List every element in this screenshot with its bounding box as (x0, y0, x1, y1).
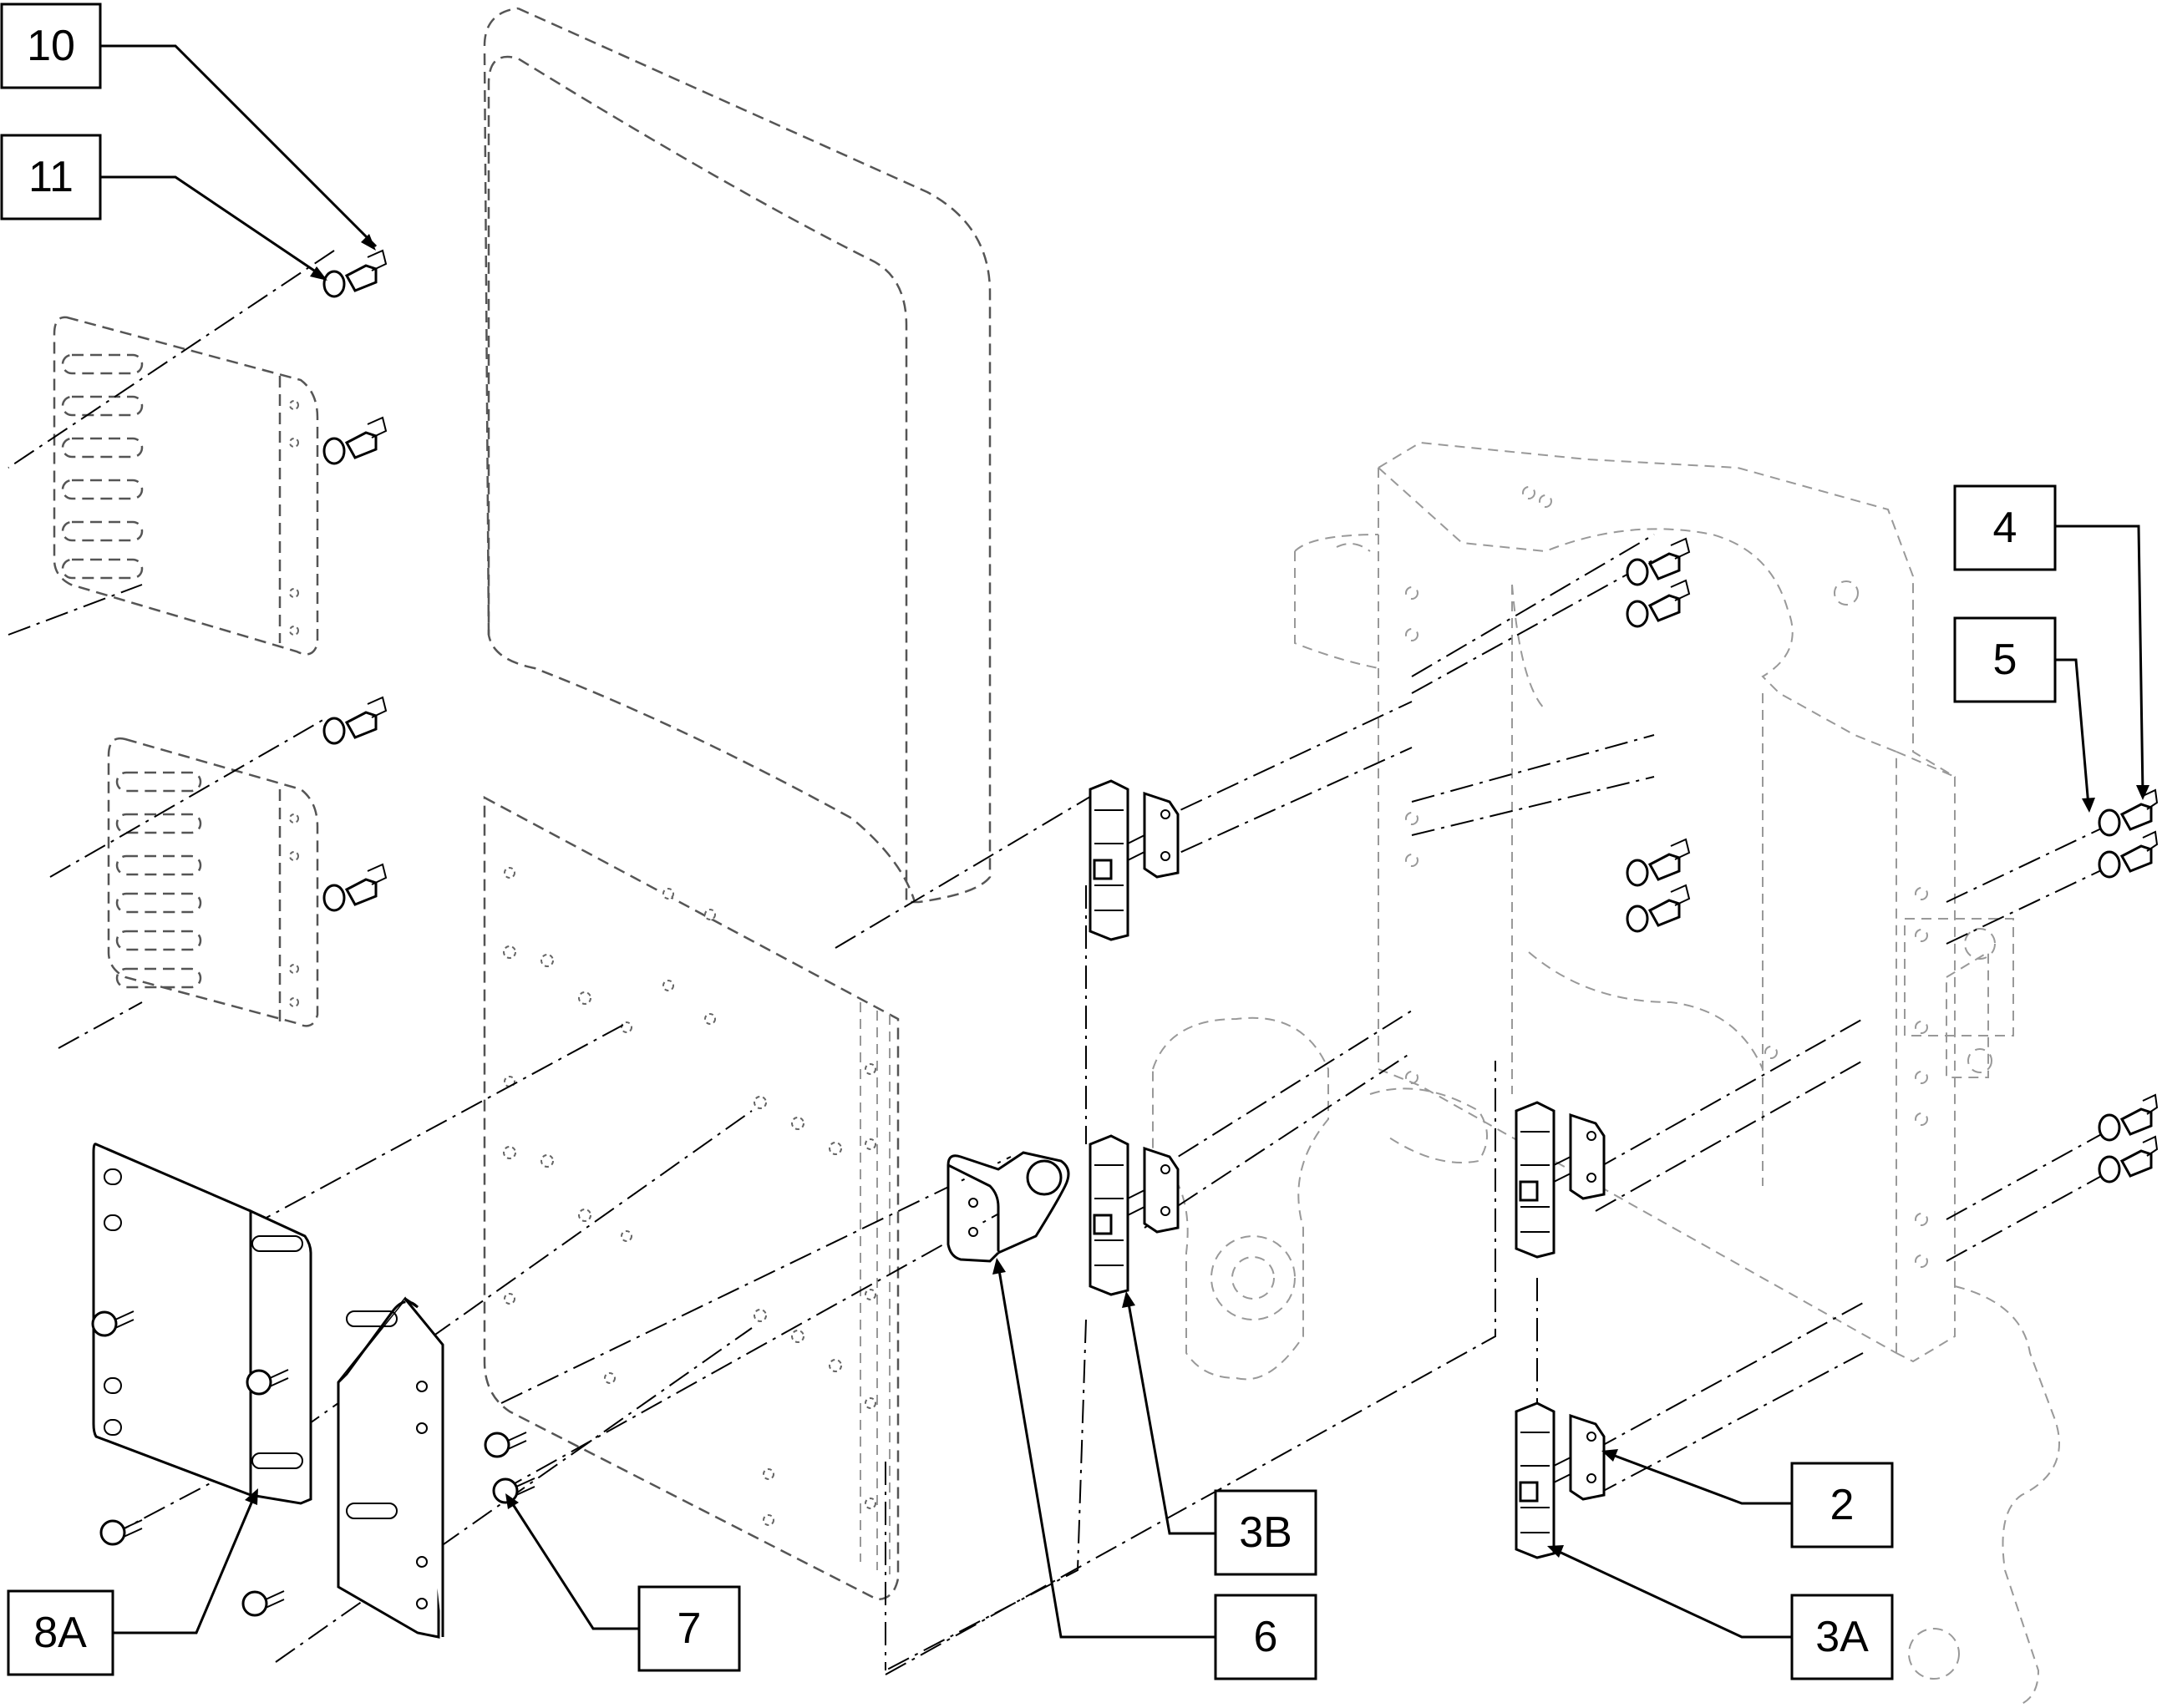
callout-2: 2 (1790, 1462, 1894, 1548)
screw-b (246, 1369, 289, 1396)
callout-4: 4 (1953, 484, 2057, 571)
callout-11-label: 11 (28, 153, 74, 201)
lower-slotted-bracket (107, 737, 319, 1027)
callout-3B-label: 3B (1239, 1508, 1292, 1557)
angled-bracket (337, 1296, 444, 1639)
callout-8A: 8A (7, 1589, 114, 1676)
callout-2-label: 2 (1830, 1481, 1855, 1529)
clip-3a-upper (1515, 1101, 1606, 1259)
callout-3B: 3B (1214, 1489, 1317, 1576)
callout-10: 10 (0, 3, 102, 89)
back-cushion-phantom (483, 7, 992, 904)
screw-e (484, 1432, 527, 1458)
wheelchair-frame-phantom (1152, 441, 2060, 1705)
screw-a (91, 1310, 134, 1337)
screw-washer-frame-2 (1626, 579, 1691, 628)
screw-washer-side-3 (2098, 1093, 2159, 1142)
lower-bracket-slots (115, 771, 299, 1007)
screw-f (492, 1477, 535, 1504)
plate-holes (503, 867, 876, 1526)
callout-10-label: 10 (27, 22, 75, 70)
bracket-screws (91, 1310, 535, 1617)
assembly-centerlines (8, 250, 2114, 1675)
bracket-8a (92, 1143, 312, 1505)
clip-3a-lower (1515, 1401, 1606, 1559)
callout-11: 11 (0, 134, 102, 220)
frame-holes (1405, 586, 1928, 1268)
leader-lines (100, 44, 2149, 1639)
callout-4-label: 4 (1993, 504, 2017, 552)
callout-7: 7 (637, 1585, 741, 1672)
screw-c (99, 1519, 143, 1546)
screw-washer-frame-1 (1626, 537, 1691, 586)
screw-washer-lower-1 (322, 696, 388, 745)
screw-washer-frame-4 (1626, 884, 1691, 933)
screw-washer-lower-2 (322, 863, 388, 912)
screw-washer-sets (322, 249, 2159, 1183)
callout-7-label: 7 (678, 1604, 702, 1653)
callout-8A-label: 8A (33, 1609, 87, 1657)
screw-washer-side-1 (2098, 788, 2159, 837)
mounting-plate (483, 795, 900, 1601)
upper-bracket-slots (61, 353, 299, 636)
hinge-bracket-6 (947, 1151, 1070, 1263)
screw-d (241, 1590, 285, 1617)
screw-washer-side-4 (2098, 1135, 2159, 1183)
screw-washer-frame-3 (1626, 838, 1691, 887)
callout-6: 6 (1214, 1594, 1317, 1680)
screw-washer-upper-2 (322, 416, 388, 465)
callout-5: 5 (1953, 616, 2057, 703)
callout-3A: 3A (1790, 1594, 1894, 1680)
callout-5-label: 5 (1993, 636, 2017, 684)
clip-3b-upper (1089, 779, 1180, 941)
screw-washer-side-2 (2098, 830, 2159, 879)
screw-washer-upper-1 (322, 249, 388, 298)
callout-6-label: 6 (1254, 1613, 1278, 1661)
clip-3b-lower (1089, 1134, 1180, 1296)
upper-slotted-bracket (53, 316, 319, 656)
callout-3A-label: 3A (1815, 1613, 1869, 1661)
